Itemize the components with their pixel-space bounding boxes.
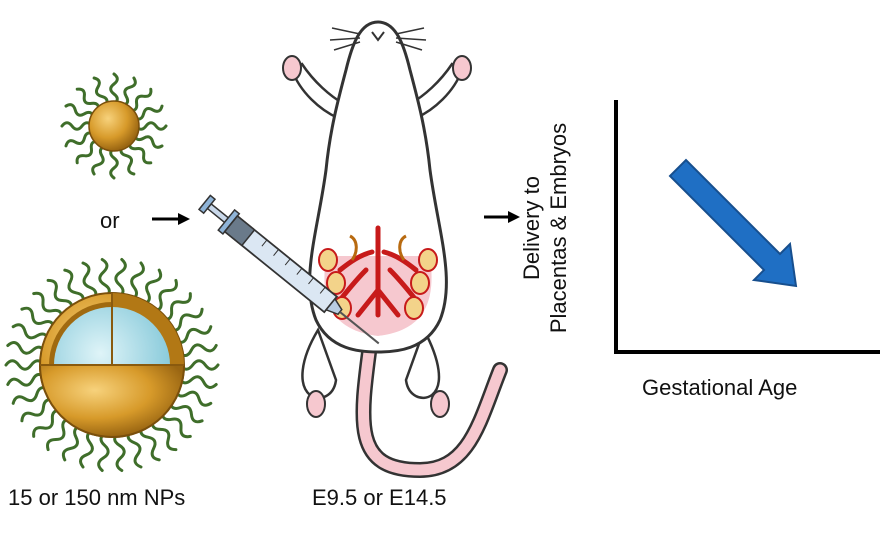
or-label: or — [100, 208, 120, 233]
polymer-ligand — [160, 292, 192, 321]
polymer-ligand — [132, 132, 164, 149]
polymer-ligand — [168, 307, 204, 332]
polymer-ligand — [119, 144, 136, 176]
decreasing-trend-arrow-icon — [668, 158, 798, 288]
polymer-ligand — [134, 121, 168, 131]
polymer-ligand — [11, 323, 51, 342]
polymer-ligand — [91, 144, 108, 176]
injection-arrow-icon — [152, 213, 190, 225]
nanoparticle-size-label: 15 or 150 nm NPs — [8, 485, 186, 510]
pregnant-mouse-icon — [282, 20, 508, 479]
polymer-ligand — [79, 428, 95, 469]
polymer-ligand — [129, 261, 145, 302]
polymer-ligand — [120, 76, 137, 108]
result-arrow-icon — [484, 211, 520, 223]
syringe-icon — [197, 194, 380, 345]
gestational-stage-label: E9.5 or E14.5 — [312, 485, 447, 510]
polymer-ligand — [177, 375, 218, 389]
polymer-ligand — [81, 261, 98, 302]
polymer-ligand — [60, 121, 94, 131]
trend-axes — [614, 100, 880, 354]
polymer-ligand — [150, 417, 178, 452]
polymer-ligand — [126, 428, 143, 469]
polymer-ligand — [127, 140, 153, 165]
polymer-ligand — [75, 87, 101, 112]
polymer-ligand — [128, 87, 153, 113]
x-axis-label: Gestational Age — [642, 375, 798, 400]
polymer-ligand — [168, 399, 204, 424]
polymer-ligand — [46, 417, 73, 452]
polymer-ligand — [160, 409, 192, 439]
polymer-ligand — [61, 424, 84, 462]
y-axis-label-line2: Placentas & Embryos — [546, 122, 571, 334]
y-axis-label: Delivery to Placentas & Embryos — [518, 88, 572, 368]
polymer-ligand — [139, 424, 161, 462]
polymer-ligand — [140, 268, 163, 306]
polymer-ligand — [20, 398, 56, 423]
polymer-ligand — [92, 76, 109, 108]
polymer-ligand — [32, 291, 64, 321]
polymer-ligand — [64, 103, 96, 120]
polymer-ligand — [6, 341, 47, 355]
polymer-ligand — [177, 343, 218, 358]
polymer-ligand — [63, 268, 85, 306]
polymer-ligand — [98, 258, 111, 299]
polymer-ligand — [173, 325, 213, 344]
polymer-ligand — [46, 278, 74, 313]
polymer-ligand — [97, 431, 110, 472]
small-nanoparticle-icon — [60, 72, 168, 180]
large-nanoparticle-icon — [4, 258, 220, 472]
polymer-ligand — [6, 372, 47, 387]
polymer-ligand — [114, 258, 127, 299]
polymer-ligand — [113, 431, 126, 472]
polymer-ligand — [11, 386, 51, 405]
polymer-ligand — [20, 306, 56, 331]
polymer-ligand — [4, 359, 46, 371]
polymer-ligand — [32, 409, 64, 438]
polymer-ligand — [151, 278, 178, 313]
polymer-ligand — [109, 146, 119, 180]
polymer-ligand — [64, 131, 96, 148]
polymer-ligand — [109, 72, 119, 106]
polymer-ligand — [75, 139, 100, 165]
polymer-ligand — [173, 388, 213, 407]
polymer-ligand — [178, 359, 220, 371]
y-axis-label-line1: Delivery to — [519, 176, 544, 280]
polymer-ligand — [132, 104, 164, 121]
